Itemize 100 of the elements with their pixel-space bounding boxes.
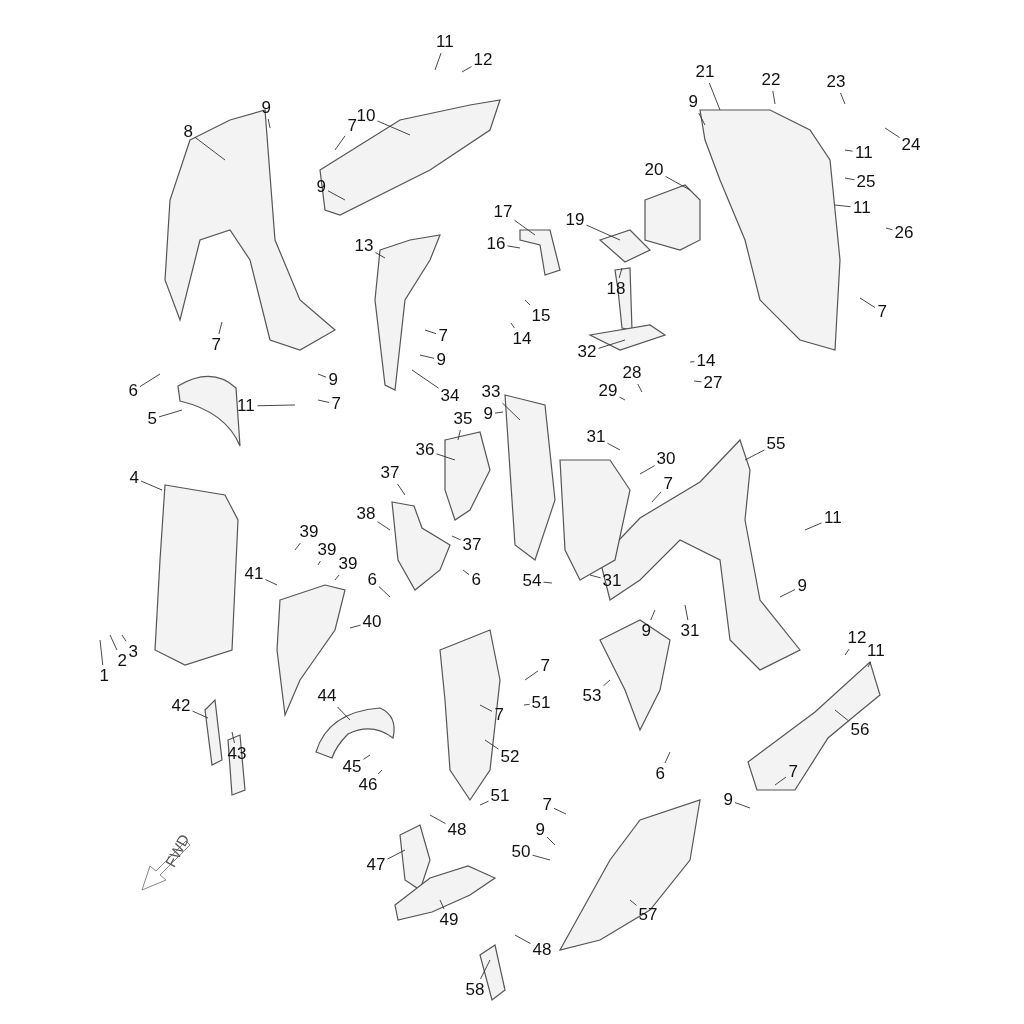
callout-number: 6: [128, 382, 138, 400]
leader-line: [523, 703, 530, 706]
callout-number: 9: [261, 99, 271, 117]
callout-number: 6: [471, 571, 481, 589]
leader-line: [411, 369, 439, 389]
leader-line: [693, 380, 702, 383]
callout-number: 14: [696, 352, 716, 370]
callout-number: 48: [532, 941, 552, 959]
leader-line: [553, 807, 567, 815]
leader-line: [439, 899, 445, 910]
callout-number: 29: [598, 382, 618, 400]
callout-number: 19: [565, 211, 585, 229]
callout-number: 24: [901, 136, 921, 154]
leader-line: [462, 569, 470, 576]
leader-line: [510, 322, 515, 329]
leader-line: [637, 383, 643, 393]
leader-line: [844, 177, 855, 181]
callout-number: 27: [703, 374, 723, 392]
callout-number: 48: [447, 821, 467, 839]
callout-number: 47: [366, 856, 386, 874]
leader-line: [619, 396, 626, 401]
callout-number: 44: [317, 687, 337, 705]
callout-number: 39: [299, 523, 319, 541]
leader-line: [194, 136, 226, 161]
callout-number: 9: [483, 405, 493, 423]
leader-line: [327, 190, 346, 201]
callout-number: 6: [367, 571, 377, 589]
leader-line: [457, 429, 461, 441]
leader-line: [349, 624, 361, 629]
leader-line: [664, 751, 671, 764]
callout-number: 49: [439, 911, 459, 929]
callout-number: 7: [542, 796, 552, 814]
callout-number: 7: [347, 117, 357, 135]
callout-number: 9: [723, 791, 733, 809]
callout-number: 28: [622, 364, 642, 382]
leader-line: [294, 542, 301, 551]
callout-number: 41: [244, 565, 264, 583]
leader-line: [804, 522, 822, 531]
callout-number: 9: [535, 821, 545, 839]
callout-number: 15: [531, 307, 551, 325]
leader-line: [708, 82, 721, 111]
leader-line: [317, 373, 327, 378]
leader-line: [867, 661, 871, 668]
leader-line: [397, 483, 406, 496]
callout-number: 40: [362, 613, 382, 631]
leader-line: [378, 586, 391, 598]
callout-number: 13: [354, 237, 374, 255]
callout-number: 8: [183, 123, 193, 141]
leader-line: [377, 120, 411, 136]
callout-number: 56: [850, 721, 870, 739]
callout-number: 7: [211, 336, 221, 354]
callout-number: 6: [655, 765, 665, 783]
callout-number: 10: [356, 107, 376, 125]
callout-number: 9: [641, 622, 651, 640]
callout-number: 25: [856, 173, 876, 191]
leader-line: [684, 604, 689, 621]
leader-line: [317, 560, 321, 566]
callout-number: 7: [788, 763, 798, 781]
leader-line: [494, 411, 504, 414]
leader-line: [334, 574, 340, 581]
leader-line: [507, 245, 521, 249]
leader-line: [140, 480, 163, 491]
leader-line: [884, 127, 900, 138]
callout-number: 46: [358, 776, 378, 794]
callout-number: 33: [481, 383, 501, 401]
leader-line: [231, 731, 235, 744]
leader-line: [840, 92, 846, 105]
leader-line: [698, 112, 706, 126]
callout-number: 7: [540, 657, 550, 675]
leader-line: [607, 442, 621, 451]
callout-number: 7: [438, 327, 448, 345]
leader-line: [265, 579, 278, 586]
leader-line: [532, 854, 551, 861]
leader-line: [419, 354, 435, 359]
leader-line: [158, 409, 183, 418]
callout-number: 38: [356, 505, 376, 523]
leader-line: [844, 648, 850, 656]
callout-number: 52: [500, 748, 520, 766]
leader-line: [834, 709, 849, 722]
leader-line: [479, 800, 489, 806]
leader-line: [734, 802, 751, 809]
leader-line: [436, 453, 456, 461]
callout-number: 11: [853, 199, 871, 217]
callout-number: 9: [316, 178, 326, 196]
callout-number: 23: [826, 73, 846, 91]
leader-line: [375, 252, 386, 259]
callout-number: 2: [117, 652, 127, 670]
callout-number: 12: [847, 629, 867, 647]
callout-number: 7: [663, 475, 673, 493]
leader-line: [546, 836, 556, 846]
callout-number: 7: [331, 395, 341, 413]
callout-number: 7: [494, 706, 504, 724]
callout-number: 12: [473, 51, 493, 69]
leader-line: [629, 899, 637, 906]
callout-number: 11: [867, 642, 885, 660]
leader-line: [514, 934, 531, 945]
leader-line: [192, 710, 209, 719]
leader-line: [121, 634, 127, 642]
callout-number: 21: [695, 63, 715, 81]
callout-number: 11: [436, 33, 454, 51]
